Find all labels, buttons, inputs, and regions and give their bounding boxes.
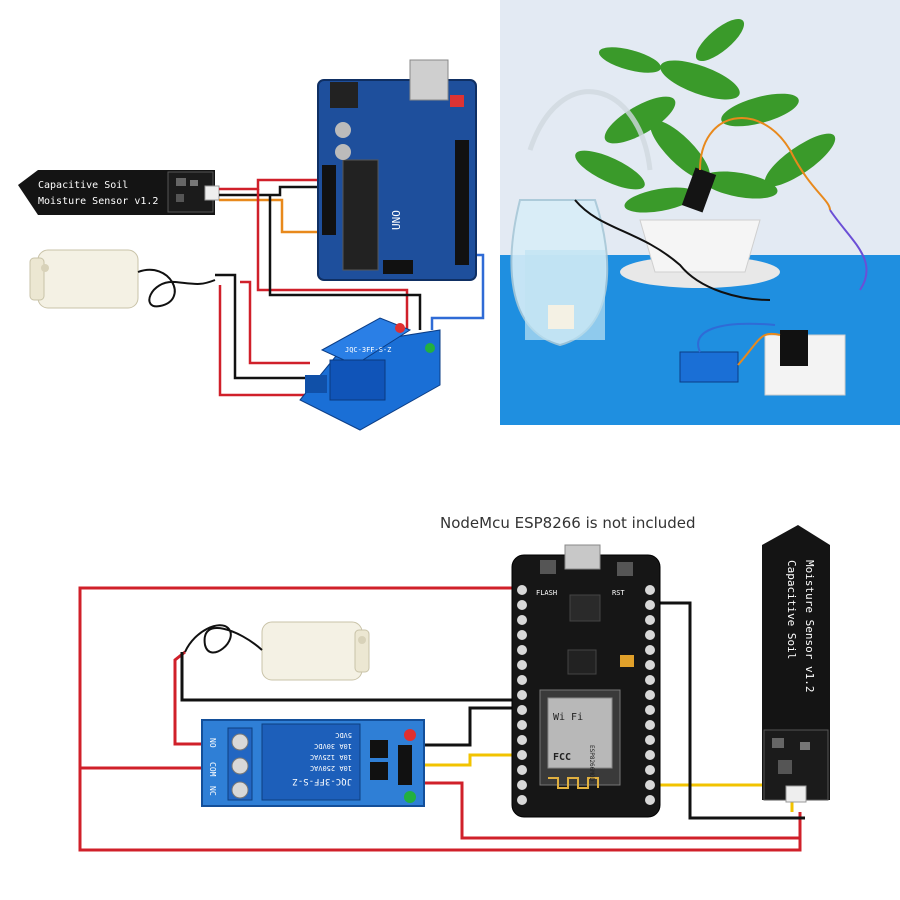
top-relay-module: JQC-3FF-S-Z [299, 317, 441, 431]
relay-rating-3: 10A 30VDC [314, 742, 352, 750]
top-sensor-label-2: Moisture Sensor v1.2 [38, 196, 158, 207]
top-soil-sensor: Capacitive Soil Moisture Sensor v1.2 [18, 170, 220, 215]
relay-terminal-com: COM [208, 762, 217, 777]
nodemcu-left-pins [517, 585, 527, 805]
relay-model-text: JQC-3FF-S-Z [292, 776, 352, 786]
esp-model-label: ESP8266MOD [588, 745, 595, 782]
nodemcu-wiring-diagram: NodeMcu ESP8266 is not included [78, 514, 830, 852]
relay-rating-1: 10A 250VAC [310, 764, 352, 772]
bottom-relay-module: JQC-3FF-S-Z 10A 250VAC 10A 125VAC 10A 30… [201, 719, 425, 807]
bottom-sensor-label-2: Moisture Sensor v1.2 [803, 560, 816, 692]
top-board-label: UNO [390, 210, 403, 230]
bottom-wires [78, 586, 805, 852]
nodemcu-right-pins [645, 585, 655, 805]
board-flash-label: FLASH [536, 589, 557, 597]
bottom-water-pump [184, 621, 370, 681]
board-rst-label: RST [612, 589, 625, 597]
top-relay-text: JQC-3FF-S-Z [345, 346, 391, 354]
wifi-label: Wi Fi [553, 712, 583, 723]
top-wires [215, 178, 485, 397]
relay-terminal-no: NO [208, 738, 217, 748]
top-arduino-board: UNO [317, 59, 477, 281]
arduino-wiring-diagram: Capacitive Soil Moisture Sensor v1.2 [18, 59, 485, 431]
relay-terminal-nc: NC [208, 786, 217, 796]
bottom-soil-sensor: Capacitive Soil Moisture Sensor v1.2 [762, 525, 830, 803]
plant-watering-photo [500, 0, 900, 425]
top-sensor-label-1: Capacitive Soil [38, 180, 128, 191]
fcc-mark: FCC [553, 752, 571, 763]
relay-rating-2: 10A 125VAC [310, 753, 352, 761]
bottom-sensor-label-1: Capacitive Soil [785, 560, 798, 659]
not-included-caption: NodeMcu ESP8266 is not included [440, 514, 696, 532]
relay-rating-4: 5VDC [335, 731, 352, 739]
top-water-pump [29, 249, 216, 309]
nodemcu-board: FLASH RST Wi Fi FCC ESP8266MOD [511, 544, 661, 818]
